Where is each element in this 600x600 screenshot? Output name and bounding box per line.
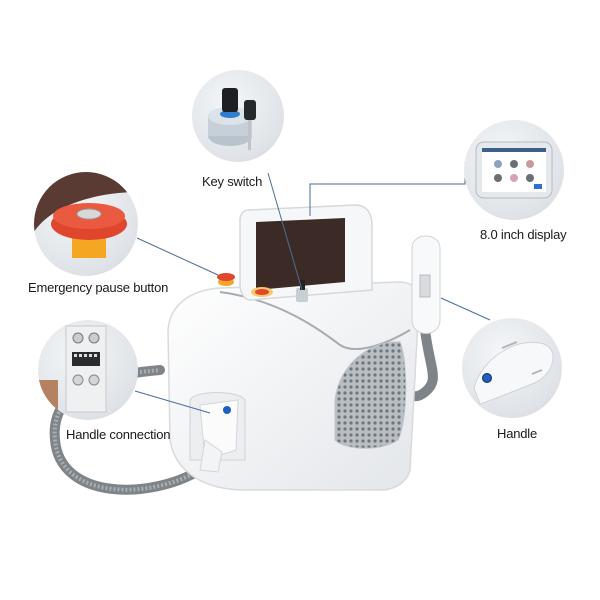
start-button-small [255, 289, 269, 295]
emergency-button-small [217, 273, 235, 281]
leader-handle-connection [134, 390, 211, 414]
display-screen [256, 218, 345, 290]
leader-key-switch [267, 172, 303, 291]
label-handle-connection: Handle connection [66, 427, 171, 442]
label-key-switch: Key switch [202, 174, 263, 189]
label-display: 8.0 inch display [480, 227, 567, 242]
leader-emergency [136, 237, 219, 276]
key-switch-icon [208, 88, 256, 150]
handle-bubble [462, 318, 562, 418]
side-grille [334, 341, 407, 449]
leader-handle [440, 297, 491, 321]
handle-icon [473, 341, 554, 405]
emergency-button-icon [34, 172, 138, 258]
label-handle: Handle [497, 426, 537, 441]
handle-connection-bubble [38, 320, 138, 420]
display-bubble [464, 120, 564, 220]
key-switch-small [296, 288, 308, 302]
handle-connection-icon [38, 325, 107, 420]
display-icon [475, 141, 553, 199]
emergency-bubble [34, 172, 138, 276]
label-emergency: Emergency pause button [28, 280, 169, 295]
key-switch-bubble [192, 70, 284, 162]
